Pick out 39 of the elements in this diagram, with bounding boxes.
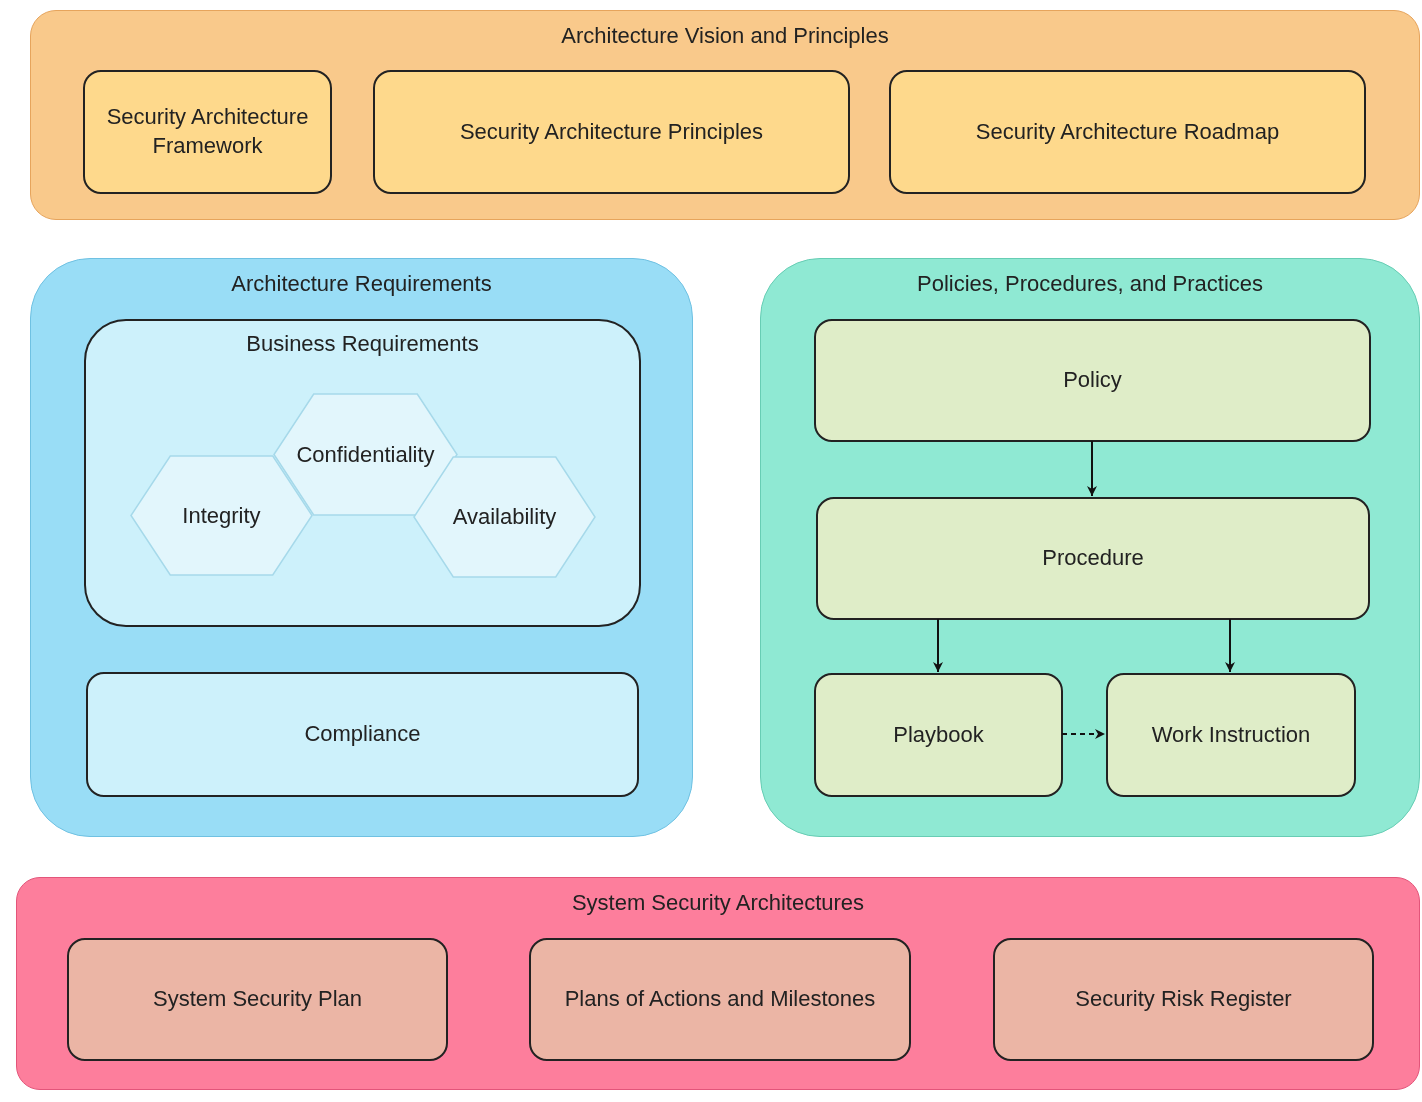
arrow — [1225, 618, 1235, 673]
process-box — [816, 497, 1370, 620]
process-box — [814, 319, 1371, 442]
box-label: Security Architecture Roadmap — [975, 117, 1280, 146]
box-label: Security Architecture Principles — [459, 117, 764, 146]
hexagon-label: Integrity — [182, 502, 261, 529]
process-box — [86, 672, 639, 797]
arrow — [933, 618, 943, 673]
box-label: Work Instruction — [1151, 720, 1311, 749]
group-title: Architecture Requirements — [230, 271, 493, 297]
group-title: Policies, Procedures, and Practices — [915, 271, 1265, 297]
box-label: Policy — [1063, 366, 1122, 395]
group-title: Business Requirements — [245, 331, 480, 357]
process-box — [83, 70, 332, 194]
hexagon-label: Confidentiality — [296, 441, 435, 468]
process-box — [373, 70, 850, 194]
process-box — [67, 938, 448, 1061]
box-label: Security Architecture Framework — [105, 103, 310, 160]
group-panel — [16, 877, 1420, 1090]
group-title: System Security Architectures — [570, 890, 866, 916]
arrow — [1087, 440, 1097, 497]
box-label: System Security Plan — [152, 985, 363, 1014]
group-panel — [30, 258, 693, 837]
box-label: Compliance — [304, 720, 421, 749]
process-box — [529, 938, 911, 1061]
box-label: Playbook — [893, 720, 984, 749]
process-box — [814, 673, 1063, 797]
process-box — [1106, 673, 1356, 797]
group-panel — [30, 10, 1420, 220]
box-label: Procedure — [1042, 544, 1144, 573]
group-panel — [760, 258, 1420, 837]
group-panel — [84, 319, 641, 627]
process-box — [993, 938, 1374, 1061]
group-title: Architecture Vision and Principles — [560, 23, 890, 49]
process-box — [889, 70, 1366, 194]
box-label: Security Risk Register — [1075, 985, 1292, 1014]
box-label: Plans of Actions and Milestones — [564, 985, 876, 1014]
hexagon-label: Availability — [452, 504, 557, 530]
arrow — [1061, 729, 1106, 739]
